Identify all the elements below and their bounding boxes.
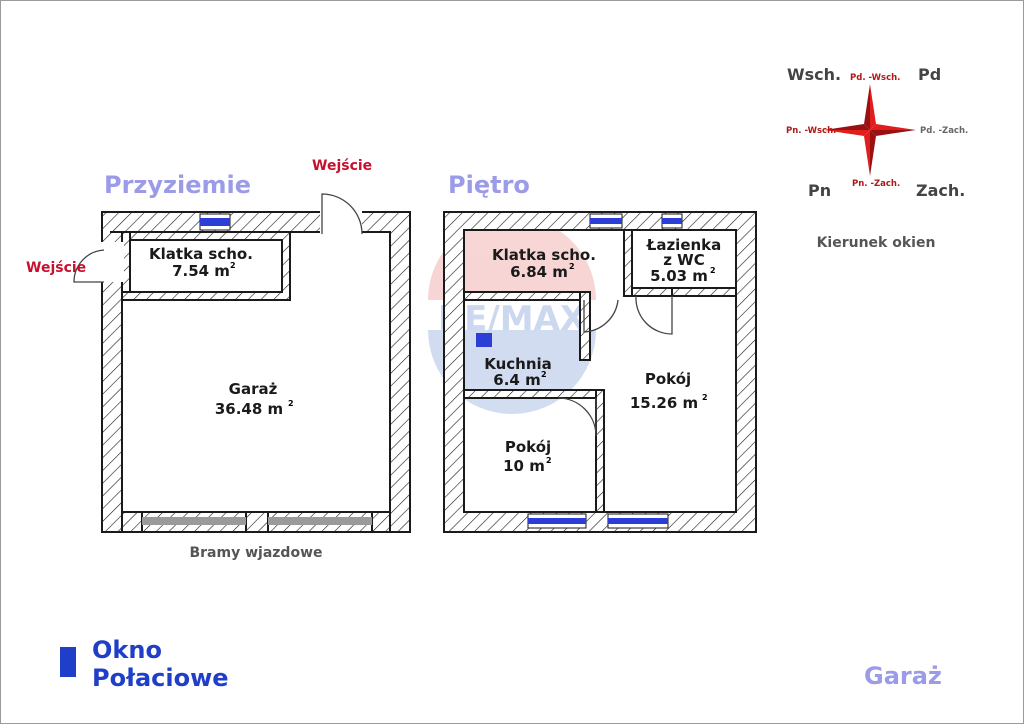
gate-post-right — [371, 511, 391, 533]
bath-sup: 2 — [710, 266, 716, 275]
compass-northwest: Pn. -Zach. — [852, 179, 900, 189]
gate-post-middle — [245, 511, 269, 533]
small-room-sup: 2 — [546, 456, 552, 465]
gate-left — [142, 517, 246, 525]
compass-east: Wsch. — [787, 65, 841, 84]
compass-north: Pn — [808, 181, 831, 200]
ground-left-opening — [100, 242, 124, 282]
bath-door — [635, 295, 673, 335]
small-room-window — [528, 518, 586, 524]
small-room-door — [557, 397, 597, 437]
small-room-label: Pokój — [505, 438, 551, 456]
ground-top-opening — [320, 210, 362, 234]
kitchen-area: 6.4 m — [493, 371, 540, 389]
compass-south: Pd — [918, 65, 941, 84]
legend-label-line2: Połaciowe — [92, 664, 229, 692]
bath-area: 5.03 m — [650, 267, 708, 285]
compass-rose — [824, 84, 916, 176]
big-room-sup: 2 — [702, 393, 708, 402]
kitchen-sup: 2 — [541, 370, 547, 379]
ground-stair-label: Klatka scho. — [149, 245, 253, 263]
garage-label: Garaż — [229, 380, 278, 398]
big-room-label: Pokój — [645, 370, 691, 388]
ground-entrance-left: Wejście — [26, 260, 86, 276]
gates-label: Bramy wjazdowe — [189, 545, 322, 561]
ground-stair-window — [200, 218, 230, 226]
compass-west: Zach. — [916, 181, 965, 200]
roof-window-kitchen — [476, 333, 492, 347]
compass-northeast: Pn. -Wsch. — [786, 126, 836, 136]
ground-floor-title: Przyziemie — [104, 171, 251, 199]
compass-southwest: Pd. -Zach. — [920, 126, 968, 136]
big-room-window — [608, 518, 668, 524]
garage-sup: 2 — [288, 399, 294, 408]
legend-label-line1: Okno — [92, 636, 162, 664]
kitchen-label: Kuchnia — [484, 355, 552, 373]
bath-label-2: z WC — [663, 251, 705, 269]
ground-entrance-top: Wejście — [312, 158, 372, 174]
small-room-area: 10 m — [503, 457, 545, 475]
gate-post-left — [121, 511, 143, 533]
bath-window — [662, 218, 682, 224]
upper-floor-title: Piętro — [448, 171, 530, 199]
upper-stair-area: 6.84 m — [510, 263, 568, 281]
upper-stair-sup: 2 — [569, 262, 575, 271]
ground-stair-sup: 2 — [230, 261, 236, 270]
big-room-area: 15.26 m — [630, 394, 698, 412]
gate-right — [268, 517, 372, 525]
legend-roof-window-swatch — [60, 647, 76, 677]
ground-stair-area: 7.54 m — [172, 262, 230, 280]
kitchen-door — [583, 299, 619, 333]
legend-garage-label: Garaż — [864, 662, 942, 690]
bath-label-1: Łazienka — [646, 236, 722, 254]
ground-left-door — [73, 249, 105, 283]
upper-stair-label: Klatka scho. — [492, 246, 596, 264]
upper-outer-wall — [443, 211, 757, 533]
upper-floor-walls — [443, 211, 757, 533]
compass-southeast: Pd. -Wsch. — [850, 73, 900, 83]
garage-area: 36.48 m — [215, 400, 283, 418]
compass-caption: Kierunek okien — [817, 235, 936, 251]
upper-stair-window — [590, 218, 622, 224]
ground-top-door — [321, 193, 363, 235]
